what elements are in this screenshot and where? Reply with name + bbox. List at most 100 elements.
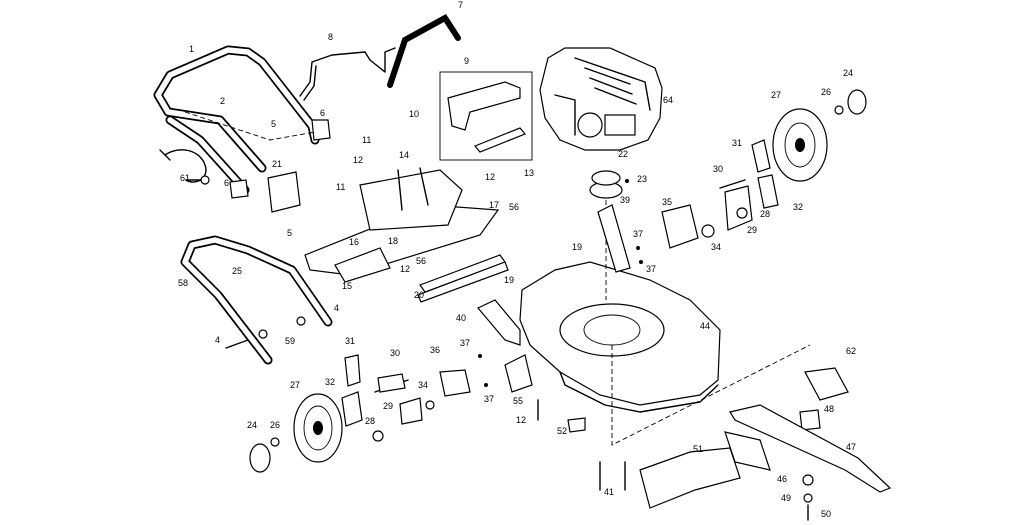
callout-c-9: 9 xyxy=(464,56,469,66)
callout-c-49: 49 xyxy=(781,493,791,503)
callout-c-28a: 28 xyxy=(760,209,770,219)
callout-c-24b: 24 xyxy=(247,420,257,430)
callout-c-44: 44 xyxy=(700,321,710,331)
callout-c-27a: 27 xyxy=(771,90,781,100)
adapter-part xyxy=(804,367,849,401)
callout-c-2: 2 xyxy=(220,96,225,106)
cable-part xyxy=(159,149,210,185)
callout-c-32a: 32 xyxy=(793,202,803,212)
shield-part xyxy=(417,261,509,303)
bracket-part xyxy=(597,204,631,273)
callout-c-31a: 31 xyxy=(732,138,742,148)
plate-part xyxy=(267,171,301,213)
callout-c-55: 55 xyxy=(513,396,523,406)
callout-c-64: 64 xyxy=(663,95,673,105)
knob-part xyxy=(311,119,331,141)
bracket-part xyxy=(504,354,533,393)
pulley-part xyxy=(589,170,629,199)
callout-c-59: 59 xyxy=(285,336,295,346)
left-wheel-part xyxy=(249,393,343,473)
callout-c-37b: 37 xyxy=(646,264,656,274)
callout-c-26a: 26 xyxy=(821,87,831,97)
callout-c-36: 36 xyxy=(430,345,440,355)
callout-c-46: 46 xyxy=(777,474,787,484)
callout-c-40: 40 xyxy=(456,313,466,323)
callout-c-16: 16 xyxy=(349,237,359,247)
callout-c-15: 15 xyxy=(342,281,352,291)
callout-c-61: 61 xyxy=(180,173,190,183)
callout-c-39: 39 xyxy=(620,195,630,205)
callout-c-5b: 5 xyxy=(287,228,292,238)
callout-c-4b: 4 xyxy=(215,335,220,345)
assembly-axis-line xyxy=(611,344,811,446)
screw-part xyxy=(636,246,640,250)
callout-c-20: 20 xyxy=(414,290,424,300)
callout-c-34b: 34 xyxy=(418,380,428,390)
callout-c-6b: 6 xyxy=(224,178,229,188)
height-adjuster-right-part xyxy=(661,139,779,249)
callout-c-37d: 37 xyxy=(484,394,494,404)
hubcap-part xyxy=(847,89,867,115)
callout-c-24a: 24 xyxy=(843,68,853,78)
callout-c-12b: 12 xyxy=(485,172,495,182)
callout-c-12c: 12 xyxy=(400,264,410,274)
callout-c-31b: 31 xyxy=(345,336,355,346)
blade-part xyxy=(729,404,892,493)
callout-c-37a: 37 xyxy=(633,229,643,239)
callout-c-19b: 19 xyxy=(504,275,514,285)
deflector-part xyxy=(724,431,771,471)
callout-c-5a: 5 xyxy=(271,119,276,129)
callout-c-18: 18 xyxy=(388,236,398,246)
callout-c-22: 22 xyxy=(618,149,628,159)
screw-part xyxy=(484,383,488,387)
callout-c-4a: 4 xyxy=(334,303,339,313)
callout-c-30a: 30 xyxy=(713,164,723,174)
callout-c-62: 62 xyxy=(846,346,856,356)
rod-part xyxy=(303,65,317,101)
mower-deck-part xyxy=(519,261,721,413)
bolt-part xyxy=(225,339,249,349)
rod-part xyxy=(299,47,396,97)
callout-c-13: 13 xyxy=(524,168,534,178)
height-adjuster-left-part xyxy=(341,354,471,442)
callout-c-50: 50 xyxy=(821,509,831,519)
washer-part xyxy=(803,493,813,503)
hubcap-part xyxy=(249,443,271,473)
callout-c-25: 25 xyxy=(232,266,242,276)
callout-c-28b: 28 xyxy=(365,416,375,426)
callout-c-29a: 29 xyxy=(747,225,757,235)
upper-handle-part xyxy=(153,45,320,195)
callout-c-6a: 6 xyxy=(320,108,325,118)
callout-c-29b: 29 xyxy=(383,401,393,411)
callout-c-11b: 11 xyxy=(336,182,345,192)
rear-door-bracket-part xyxy=(304,167,500,283)
callout-c-34a: 34 xyxy=(711,242,721,252)
lower-handle-part xyxy=(180,235,333,365)
deflector-part xyxy=(639,447,741,509)
screw-part xyxy=(639,260,643,264)
callout-c-30b: 30 xyxy=(390,348,400,358)
callout-c-51: 51 xyxy=(693,444,703,454)
callout-c-26b: 26 xyxy=(270,420,280,430)
callout-c-32b: 32 xyxy=(325,377,335,387)
callout-c-52: 52 xyxy=(557,426,567,436)
callout-c-48: 48 xyxy=(824,404,834,414)
callout-c-37c: 37 xyxy=(460,338,470,348)
bail-grip-part xyxy=(387,14,461,88)
callout-c-17: 17 xyxy=(489,200,499,210)
callout-c-14: 14 xyxy=(399,150,409,160)
callout-c-10: 10 xyxy=(409,109,419,119)
callout-c-41: 41 xyxy=(604,487,614,497)
washer-part xyxy=(270,437,280,447)
callout-c-8: 8 xyxy=(328,32,333,42)
bracket-part xyxy=(477,299,521,346)
callout-c-27b: 27 xyxy=(290,380,300,390)
clip-part xyxy=(567,417,586,433)
washer-part xyxy=(802,474,814,486)
callout-c-23: 23 xyxy=(637,174,647,184)
callout-c-12a: 12 xyxy=(353,155,363,165)
engine-part xyxy=(539,47,663,151)
callout-c-58: 58 xyxy=(178,278,188,288)
callout-c-19a: 19 xyxy=(572,242,582,252)
blade-adapter-part xyxy=(799,409,821,431)
